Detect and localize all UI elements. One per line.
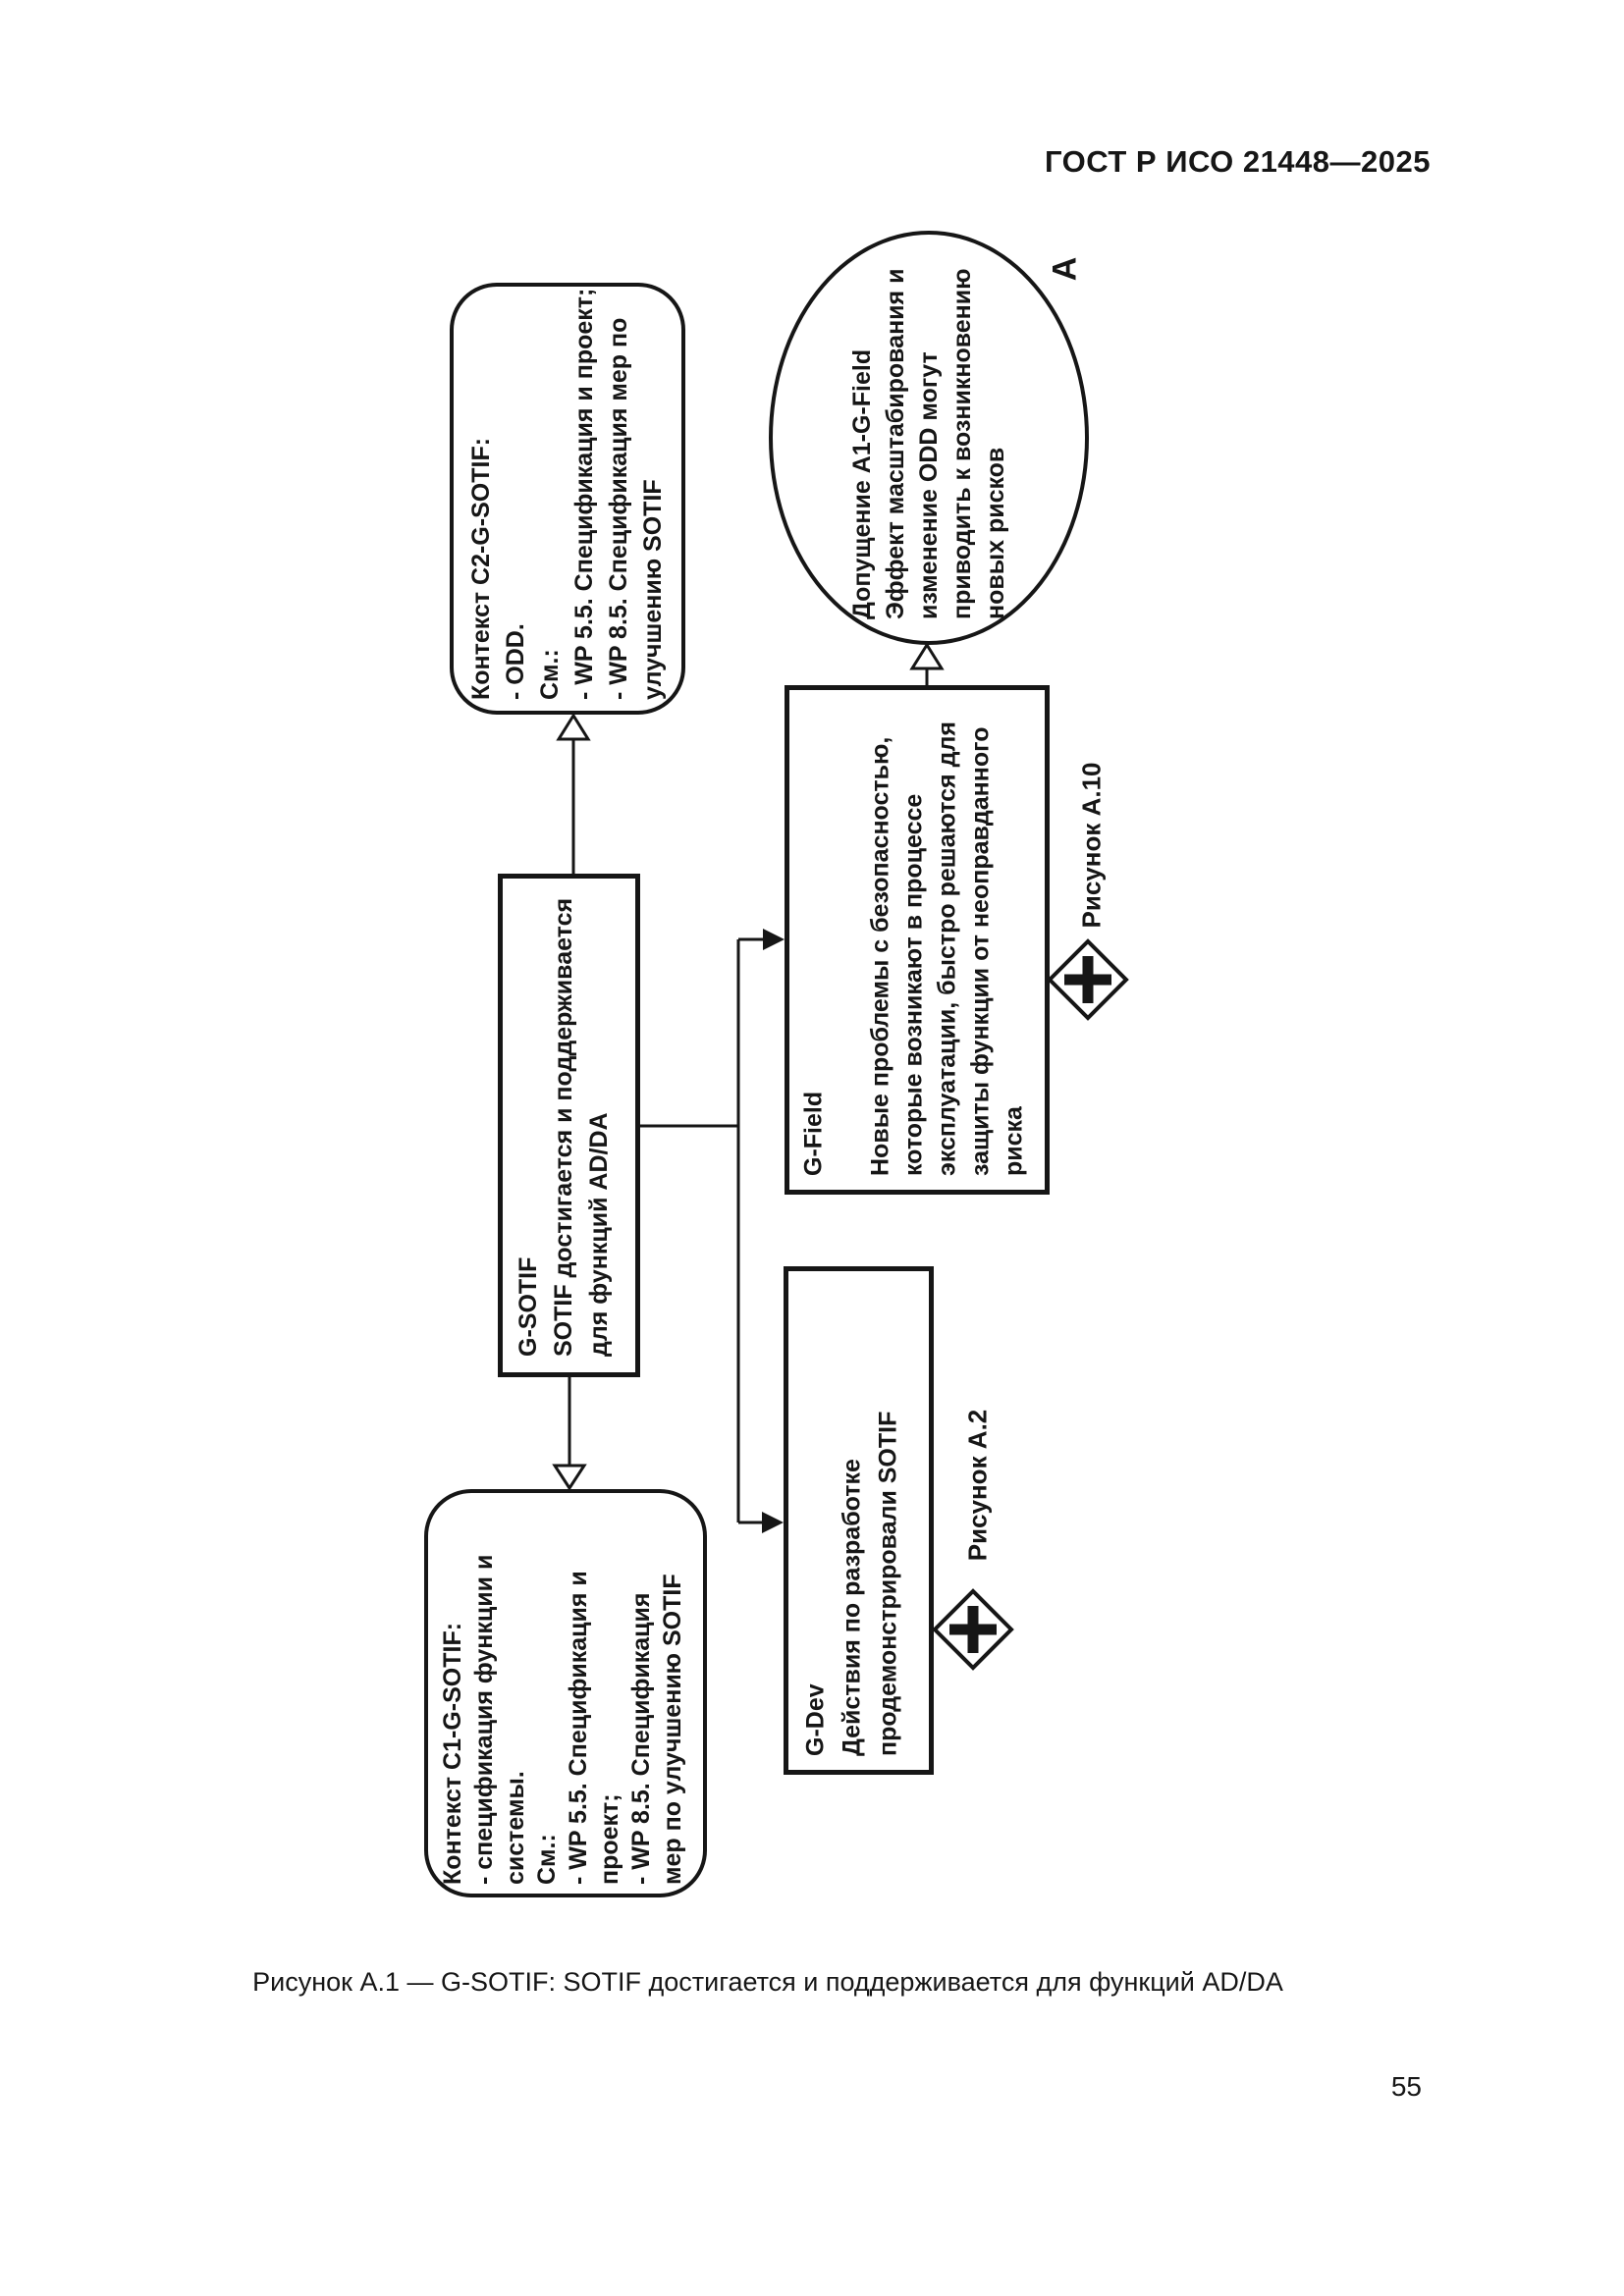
figure-a2-label: Рисунок А.2: [962, 1409, 993, 1562]
plus-diamond-icon: [932, 1588, 1014, 1671]
assumption-a1-ellipse: Допущение A1-G-Field Эффект масштабирова…: [769, 231, 1089, 645]
goal-g-sotif-line: для функций AD/DA: [584, 1111, 613, 1357]
context-c2-line: - WP 8.5. Спецификация мер по: [605, 317, 632, 700]
goal-g-sotif-box: G-SOTIF SOTIF достигается и поддерживает…: [498, 874, 640, 1377]
context-c1-box: Контекст C1-G-SOTIF: - спецификация функ…: [424, 1489, 707, 1897]
incontextof-arrowhead-c2: [556, 713, 591, 741]
incontextof-arrowhead-c1: [552, 1464, 587, 1491]
context-c1-line: Контекст C1-G-SOTIF:: [439, 1622, 466, 1885]
goal-g-field-line: Новые проблемы с безопасностью,: [866, 736, 894, 1176]
goal-g-sotif-line: SOTIF достигается и поддерживается: [549, 897, 577, 1357]
supportedby-arrowhead-gdev: [762, 1512, 784, 1533]
context-c1-line: - WP 8.5. Спецификация: [627, 1592, 655, 1885]
goal-g-field-line: [831, 705, 864, 1176]
assumption-a1-line: Эффект масштабирования и: [882, 268, 909, 619]
plus-diamond-icon: [1047, 938, 1129, 1021]
context-c1-line: проект;: [596, 1793, 623, 1885]
page-number: 55: [1390, 2071, 1422, 2102]
context-c1-line: - WP 5.5. Спецификация и: [565, 1571, 592, 1885]
context-c2-line: См.:: [536, 649, 564, 700]
context-c2-line: Контекст C2-G-SOTIF:: [467, 437, 495, 700]
goal-g-field-box: G-Field Новые проблемы с безопасностью, …: [785, 685, 1050, 1195]
assumption-a1-line: приводить к возникновению: [948, 268, 976, 620]
assumption-a1-line: изменение ODD могут: [915, 351, 943, 619]
goal-g-dev-line: Действия по разработке: [838, 1459, 865, 1756]
figure-a10-label: Рисунок А.10: [1076, 762, 1107, 929]
context-c2-box: Контекст C2-G-SOTIF: - ODD. См.: - WP 5.…: [450, 283, 685, 715]
context-c1-line: системы.: [502, 1771, 529, 1885]
goal-g-field-line: эксплуатации, быстро решаются для: [933, 721, 961, 1176]
goal-g-sotif-line: G-SOTIF: [514, 1256, 542, 1357]
goal-g-dev-line: продемонстрировали SOTIF: [874, 1411, 901, 1756]
module-label: А: [1046, 256, 1084, 282]
context-c1-line: - спецификация функции и: [470, 1554, 498, 1885]
context-c1-line: См.:: [533, 1834, 561, 1885]
context-c2-line: - WP 5.5. Спецификация и проект;: [570, 288, 598, 700]
incontextof-arrowhead-assumption: [909, 642, 945, 670]
goal-g-dev-line: G-Dev: [801, 1683, 829, 1756]
context-c2-line: - ODD.: [502, 623, 529, 700]
figure-caption: Рисунок А.1 — G-SOTIF: SOTIF достигается…: [252, 1967, 1283, 1997]
goal-g-field-line: риска: [1000, 1105, 1028, 1176]
connector-gsotif-branch: [640, 937, 764, 1524]
goal-g-field-line: G-Field: [799, 1091, 828, 1176]
goal-g-dev-box: G-Dev Действия по разработке продемонстр…: [784, 1266, 934, 1775]
context-c2-line: улучшению SOTIF: [639, 479, 667, 700]
assumption-a1-line: Допущение A1-G-Field: [848, 348, 876, 619]
goal-g-field-line: которые возникают в процессе: [899, 793, 928, 1176]
assumption-a1-line: новых рисков: [982, 447, 1009, 619]
context-c1-line: мер по улучшению SOTIF: [659, 1574, 686, 1885]
document-header: ГОСТ Р ИСО 21448—2025: [1044, 144, 1431, 179]
supportedby-arrowhead-gfield: [763, 929, 785, 950]
goal-g-field-line: защиты функции от неоправданного: [966, 726, 995, 1176]
